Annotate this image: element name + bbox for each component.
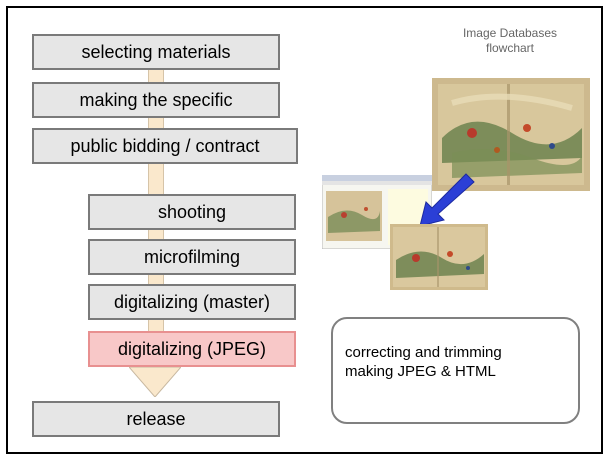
note-line-1: correcting and trimming	[345, 344, 502, 361]
step-selecting-materials: selecting materials	[32, 34, 280, 70]
flow-arrowhead-icon	[129, 367, 181, 397]
step-digitalizing-jpeg: digitalizing (JPEG)	[88, 331, 296, 367]
trimmed-image	[390, 224, 488, 290]
step-release: release	[32, 401, 280, 437]
folding-screen-photo	[432, 78, 590, 191]
step-digitalizing-master: digitalizing (master)	[88, 284, 296, 320]
diagram-caption: Image Databases flowchart	[440, 26, 580, 56]
step-making-the-specific: making the specific	[32, 82, 280, 118]
caption-line-2: flowchart	[485, 41, 535, 55]
blue-arrow-icon	[419, 173, 475, 227]
note-box: correcting and trimming making JPEG & HT…	[331, 317, 580, 424]
step-microfilming: microfilming	[88, 239, 296, 275]
step-shooting: shooting	[88, 194, 296, 230]
step-public-bidding-contract: public bidding / contract	[32, 128, 298, 164]
note-line-2: making JPEG & HTML	[345, 363, 496, 380]
caption-line-1: Image Databases	[462, 26, 558, 40]
